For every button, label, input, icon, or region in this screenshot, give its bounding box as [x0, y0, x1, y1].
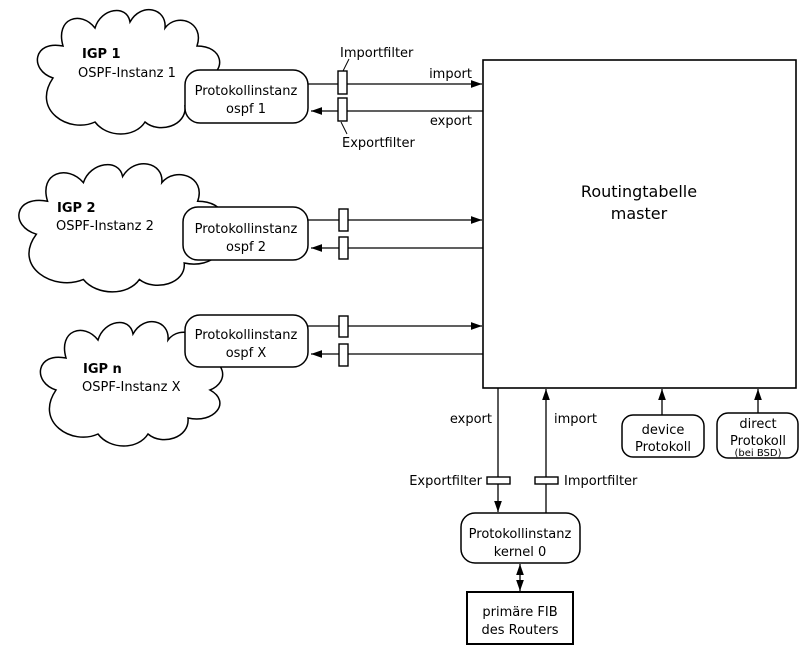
- export-filter-ospfX: [338, 343, 349, 367]
- kernel-box-label: Protokollinstanz: [469, 527, 572, 542]
- protocol-box-ospf1: [184, 69, 309, 124]
- protocol-box-label: Protokollinstanz: [195, 222, 298, 237]
- protocol-box-label: Protokollinstanz: [195, 84, 298, 99]
- import-filter-ospf1: [337, 70, 348, 95]
- importfilter-label-connector: [342, 58, 350, 72]
- cloud-title: IGP n: [83, 362, 122, 377]
- exportfilter-label-top: Exportfilter: [342, 136, 415, 151]
- device-protocol-box: [621, 414, 705, 458]
- importfilter-label-bottom: Importfilter: [564, 474, 638, 489]
- cloud-shape: [37, 10, 219, 134]
- import-label-top: import: [429, 67, 472, 82]
- routing-table-title: master: [611, 204, 668, 223]
- protocol-box-ospf2: [182, 206, 309, 261]
- exportfilter-label-connector: [340, 121, 348, 135]
- direct-protocol-label: Protokoll: [730, 434, 786, 449]
- device-protocol-label: device: [642, 423, 685, 438]
- export-filter-kernel: [486, 476, 511, 485]
- cloud-subtitle: OSPF-Instanz X: [82, 380, 181, 395]
- export-label-bottom: export: [450, 412, 492, 427]
- cloud-title: IGP 2: [57, 201, 96, 216]
- import-filter-ospf2: [338, 208, 349, 232]
- protocol-box-label: ospf X: [226, 346, 267, 361]
- device-protocol-label: Protokoll: [635, 440, 691, 455]
- direct-protocol-label: direct: [739, 417, 776, 432]
- protocol-box-label: ospf 1: [226, 102, 266, 117]
- cloud-igp-2: [19, 164, 223, 292]
- import-filter-kernel: [534, 476, 559, 485]
- cloud-shape: [19, 164, 223, 292]
- kernel-protocol-box: [460, 512, 581, 564]
- direct-protocol-box: [716, 412, 799, 459]
- exportfilter-label-bottom: Exportfilter: [409, 474, 482, 489]
- export-filter-ospf2: [338, 236, 349, 260]
- export-label-top: export: [430, 114, 472, 129]
- direct-protocol-sublabel: (bei BSD): [735, 448, 782, 459]
- cloud-igp-1: [37, 10, 219, 134]
- protocol-box-label: Protokollinstanz: [195, 328, 298, 343]
- import-filter-ospfX: [338, 315, 349, 338]
- fib-box-label: primäre FIB: [482, 605, 557, 620]
- cloud-title: IGP 1: [82, 47, 121, 62]
- protocol-box-ospfX: [184, 314, 309, 368]
- fib-box: [466, 591, 574, 645]
- routing-table-title: Routingtabelle: [581, 182, 697, 201]
- importfilter-label-top: Importfilter: [340, 46, 414, 61]
- cloud-subtitle: OSPF-Instanz 2: [56, 219, 154, 234]
- kernel-box-label: kernel 0: [494, 545, 546, 560]
- import-label-bottom: import: [554, 412, 597, 427]
- protocol-box-label: ospf 2: [226, 240, 266, 255]
- export-filter-ospf1: [337, 97, 348, 122]
- routing-table-master-box: [482, 59, 797, 389]
- cloud-subtitle: OSPF-Instanz 1: [78, 66, 176, 81]
- fib-box-label: des Routers: [481, 623, 558, 638]
